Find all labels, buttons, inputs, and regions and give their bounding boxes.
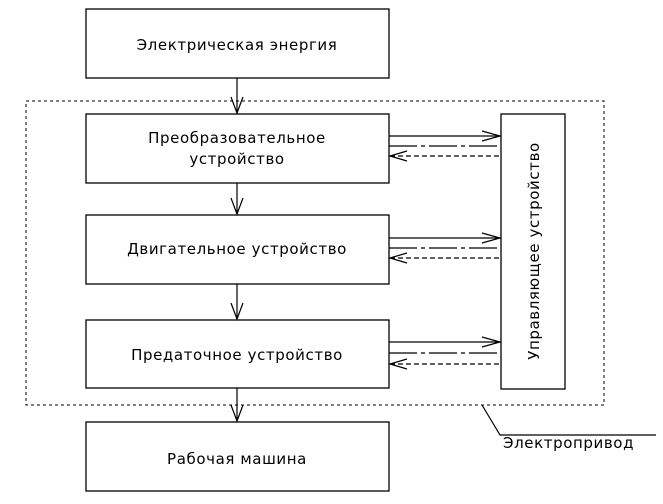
block-converter-label-line2: устройство — [189, 150, 284, 168]
drive-callout: Электропривод — [481, 404, 656, 452]
signal-dashed-to-converter — [387, 150, 500, 162]
block-control: Управляющее устройство — [500, 113, 566, 390]
signal-dashed-to-transmission — [387, 358, 500, 370]
block-transmission: Предаточное устройство — [85, 319, 390, 389]
signal-dashed-to-motor — [387, 252, 500, 264]
signal-solid-to-control — [389, 336, 503, 348]
arrow-transmission-to-machine — [230, 388, 244, 423]
block-transmission-label: Предаточное устройство — [131, 346, 343, 364]
signals-transmission — [387, 336, 503, 370]
signal-solid-to-control — [389, 232, 503, 244]
block-converter: Преобразовательное устройство — [85, 113, 390, 184]
drive-label: Электропривод — [503, 434, 634, 452]
block-machine: Рабочая машина — [85, 421, 390, 492]
arrow-motor-to-transmission — [230, 284, 244, 321]
block-energy-label: Электрическая энергия — [137, 36, 338, 54]
block-machine-label: Рабочая машина — [167, 450, 307, 468]
signals-converter — [387, 130, 503, 162]
block-control-label: Управляющее устройство — [525, 142, 543, 360]
signal-solid-to-control — [389, 130, 503, 142]
arrow-energy-to-converter — [230, 78, 244, 115]
drive-leader-line — [481, 404, 656, 436]
block-motor: Двигательное устройство — [85, 214, 390, 285]
block-energy: Электрическая энергия — [85, 8, 390, 79]
drive-boundary — [25, 100, 605, 406]
signals-motor — [387, 232, 503, 264]
vertical-arrows — [230, 78, 244, 423]
block-converter-label-line1: Преобразовательное — [148, 129, 326, 147]
block-motor-label: Двигательное устройство — [127, 240, 347, 258]
arrow-converter-to-motor — [230, 183, 244, 216]
